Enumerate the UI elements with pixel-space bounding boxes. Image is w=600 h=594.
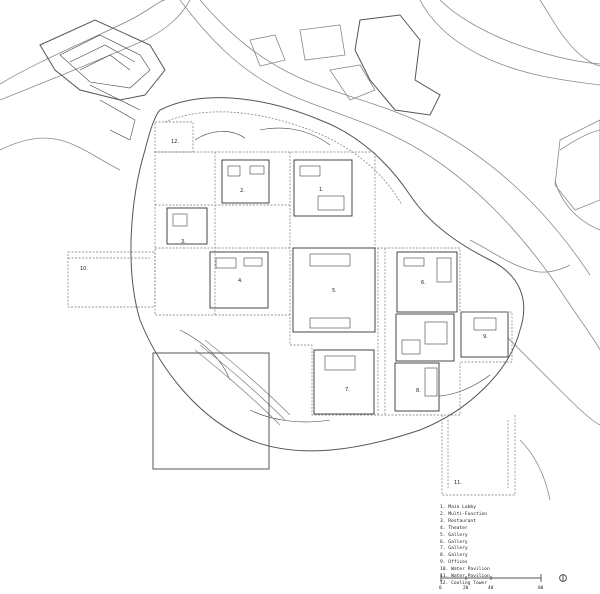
legend-item: 6. Gallery [440,539,468,545]
legend-item: 5. Gallery [440,532,468,538]
building-details [172,165,497,397]
room-labels: 1. 2. 3. 4. 5. 6. 7. 8. 9. 10. 11. 12. [80,139,488,486]
room-label: 1. [319,187,324,193]
north-arrow-icon [559,574,567,582]
room-label: 11. [454,480,462,486]
zone-12-outline [154,121,194,153]
legend: 1. Main Lobby 2. Multi-Function 3. Resta… [440,505,580,588]
lower-walkway [441,415,516,496]
legend-item: 12. Cooling Tower [440,580,488,586]
room-label: 2. [240,188,245,194]
room-label: 10. [80,266,88,272]
zone-10-outline [67,251,156,308]
upper-left-structure [39,19,166,141]
room-label: 9. [483,334,488,340]
scale-tick-label: 20 [463,586,469,591]
legend-item: 10. Water Pavilion [440,567,490,573]
legend-item: 9. Offices [440,560,468,566]
legend-item: 4. Theater [440,525,468,531]
room-label: 3. [181,239,186,245]
water-pavilion-frame [152,352,270,470]
scale-tick-label: 40 [488,586,494,591]
legend-item: 11. Water Pavilion [440,574,490,580]
water-channel [194,339,291,426]
scale-tick-label: 80 [538,586,544,591]
terrain-lines [0,0,600,501]
complex-walls [154,151,513,416]
room-label: 12. [171,139,179,145]
scale-bar [440,574,542,582]
buildings [166,159,509,415]
legend-item: 3. Restaurant [440,518,476,524]
legend-item: 8. Gallery [440,553,468,559]
room-label: 7. [345,387,350,393]
room-label: 4. [238,278,243,284]
upper-right-structures [249,14,600,211]
room-label: 6. [421,280,426,286]
legend-item: 7. Gallery [440,546,468,552]
room-label: 8. [416,388,421,394]
site-boundary [130,97,525,452]
inner-path [164,111,403,206]
scale-tick-label: 0 [439,586,442,591]
legend-item: 1. Main Lobby [440,505,476,510]
room-label: 5. [332,288,337,294]
legend-item: 2. Multi-Function [440,511,488,517]
